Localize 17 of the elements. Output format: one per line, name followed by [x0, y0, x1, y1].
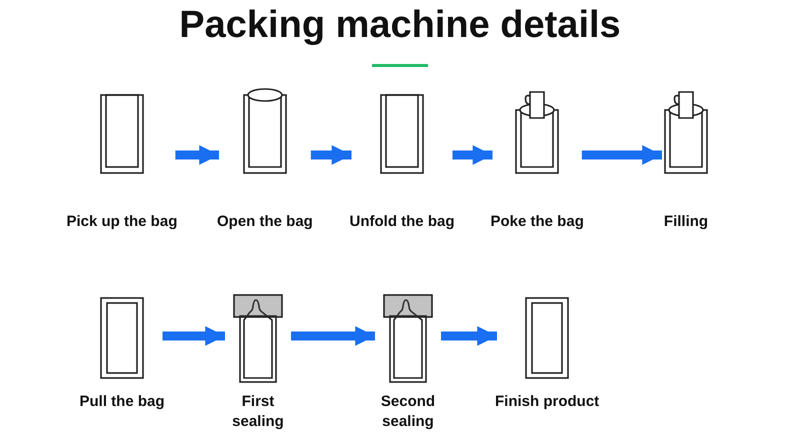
arrow — [291, 326, 375, 346]
step-label: Poke the bag — [490, 212, 584, 232]
step-label: Second sealing — [380, 392, 436, 432]
step-label: First sealing — [231, 392, 285, 432]
arrow — [441, 326, 497, 346]
step-label: Filling — [664, 212, 708, 232]
arrow — [162, 326, 225, 346]
step-label: Open the bag — [217, 212, 313, 232]
step-label: Unfold the bag — [350, 212, 454, 232]
arrow — [452, 145, 492, 165]
step-label: Pick up the bag — [66, 212, 178, 232]
step-label: Pull the bag — [80, 392, 165, 412]
step-label: Finish product — [495, 392, 600, 412]
arrow — [582, 145, 662, 165]
arrow — [175, 145, 219, 165]
arrow — [310, 145, 352, 165]
title: Packing machine details — [178, 4, 622, 47]
